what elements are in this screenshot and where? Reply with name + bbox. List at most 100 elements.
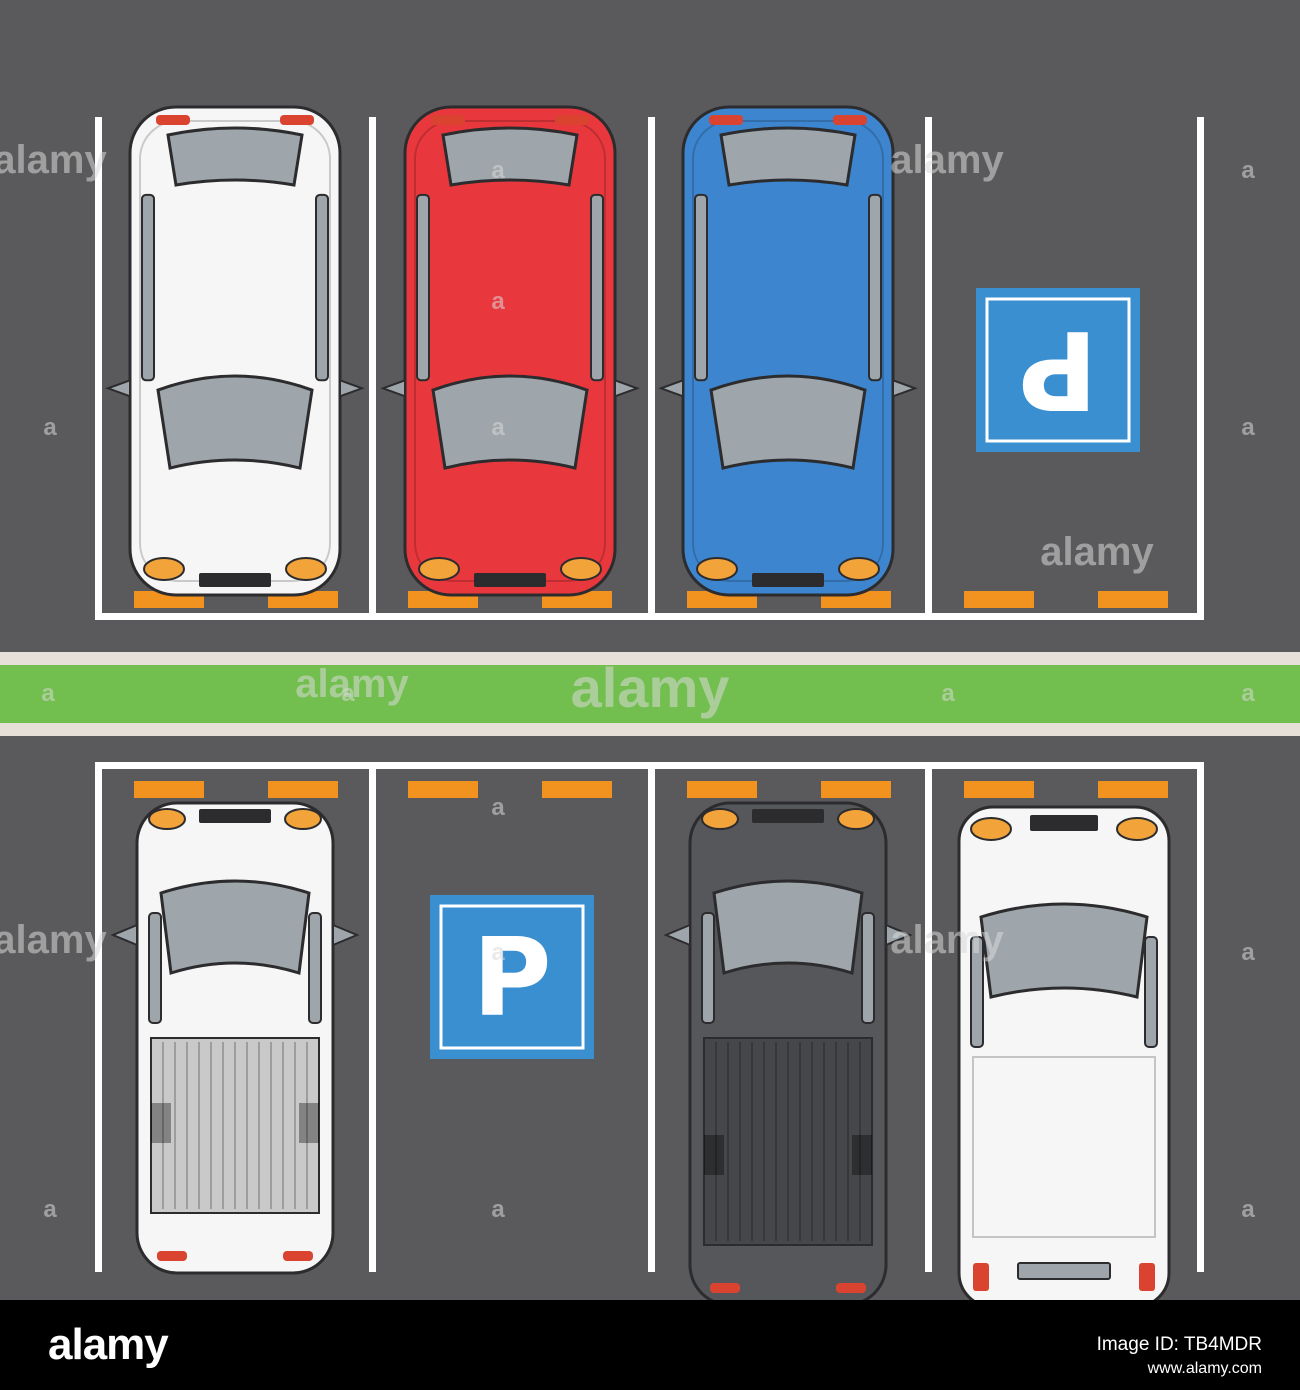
watermark-letter: a [1241,1196,1255,1223]
rear-window [1017,1262,1111,1280]
watermark-letter: a [491,288,505,315]
grille [752,809,824,823]
van-icon [957,805,1171,1309]
stall-divider-line [95,117,102,619]
bumper-mark [1098,781,1168,798]
stall-divider-line [648,117,655,619]
sign-plate [976,288,1140,452]
watermark-letter: a [941,680,955,707]
side-window [315,193,329,382]
car-icon [658,105,918,597]
footer-brand-logo: alamy [48,1320,169,1369]
watermark-word: alamy [890,918,1004,962]
car-body [128,105,342,597]
sign-border [439,904,585,1050]
watermark-letter: a [41,680,55,707]
headlight [143,557,185,581]
watermark-letter: a [491,157,505,184]
stall-divider-line [369,117,376,619]
watermark-word: alamy [1040,530,1154,574]
watermark-letter: a [491,414,505,441]
roof-panel [972,1056,1156,1238]
footer-image-id: Image ID: TB4MDR [1096,1334,1262,1355]
headlight [838,557,880,581]
side-window [416,193,430,382]
stall-rear-line [95,762,1204,769]
vehicles [105,105,1171,1309]
rear-window [719,126,857,187]
watermark-word: alamy [571,656,730,719]
windshield [979,902,1149,999]
headlight [696,557,738,581]
side-mirror [110,923,138,947]
side-window [970,936,984,1048]
headlight [285,557,327,581]
taillight [973,1263,989,1291]
parking-lines [95,117,1204,1272]
bumper-mark [1098,591,1168,608]
watermark-word: alamy [0,918,107,962]
bumper-mark [268,781,338,798]
side-window [148,912,162,1024]
windshield [159,879,311,975]
windshield [156,374,314,470]
sign-plate [430,895,594,1059]
side-window [868,193,882,382]
grille [1030,815,1098,831]
taillight [283,1251,313,1261]
windshield [431,374,589,470]
stall-divider-line [369,762,376,1272]
sign-border [985,297,1131,443]
stall-divider-line [1197,117,1204,619]
wheel-well [852,1135,872,1175]
stall-divider-line [1197,762,1204,1272]
headlight [837,808,875,830]
grille [199,573,271,587]
side-mirror [614,378,640,398]
headlight [701,808,739,830]
watermark-letter: a [341,680,355,707]
watermark-letter: a [1241,939,1255,966]
side-mirror [105,378,131,398]
watermark-letter: a [491,1196,505,1223]
side-window [141,193,155,382]
side-mirror [663,923,691,947]
median-grass [0,665,1300,723]
watermark-letter: a [1241,414,1255,441]
bumper-mark [687,781,757,798]
watermark-letter: a [1241,157,1255,184]
footer-site-url: www.alamy.com [1147,1360,1262,1377]
car-body [403,105,617,597]
bumper-mark [408,781,478,798]
median-curb-top [0,652,1300,665]
windshield [712,879,864,975]
grille [474,573,546,587]
headlight [148,808,186,830]
side-mirror [332,923,360,947]
bumper-mark [964,781,1034,798]
watermark-word: alamy [295,662,409,706]
watermark-letter: a [43,414,57,441]
headlight [284,808,322,830]
side-window [861,912,875,1024]
side-mirror [892,378,918,398]
stall-rear-line [95,613,1204,620]
headlight [418,557,460,581]
rear-window [441,126,579,187]
stall-divider-line [648,762,655,1272]
pickup-truck-icon [663,801,913,1307]
side-mirror [339,378,365,398]
truck-bed [150,1037,320,1214]
watermark-word: alamy [890,138,1004,182]
footer-bar: alamy Image ID: TB4MDR www.alamy.com [0,1300,1300,1390]
side-window [694,193,708,382]
bumper-mark [964,591,1034,608]
median-curb-bottom [0,723,1300,736]
side-window [1144,936,1158,1048]
wheel-well [704,1135,724,1175]
windshield [709,374,867,470]
parking-signs: PP [430,288,1140,1059]
car-icon [380,105,640,597]
sign-letter: P [1018,306,1097,431]
headlight [970,817,1012,841]
